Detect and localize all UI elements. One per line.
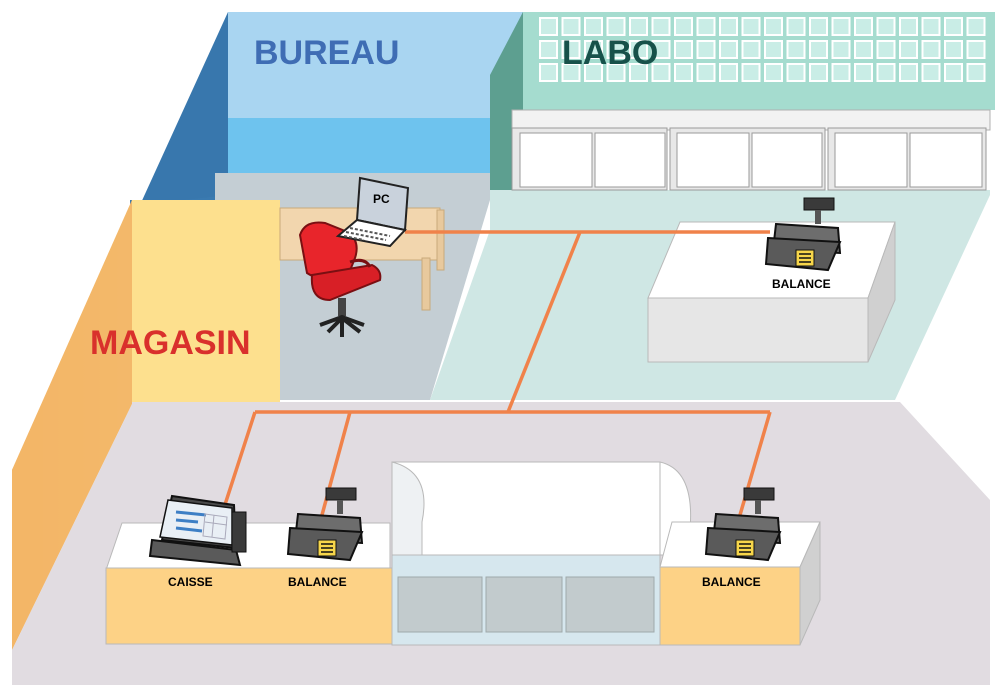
labo-cabinets [511,109,991,191]
balance-magasin-1-label: BALANCE [288,575,347,589]
zone-label-magasin: MAGASIN [90,324,251,362]
caisse-label: CAISSE [168,575,213,589]
scale-icon-magasin-2 [704,487,782,562]
zone-label-labo: LABO [562,34,658,72]
pos-terminal-icon [148,494,247,567]
magasin-partition [132,200,280,402]
zone-label-bureau: BUREAU [254,34,399,72]
display-case [391,461,692,646]
balance-magasin-2-label: BALANCE [702,575,761,589]
network-links [218,230,772,521]
scale-icon-labo [764,197,842,272]
laptop-icon [335,176,410,248]
balance-labo-label: BALANCE [772,277,831,291]
labo-back-wall [523,12,995,110]
scale-icon-magasin-1 [286,487,364,562]
bureau-back-wall [228,12,523,120]
labo-window-grid [539,17,986,82]
pc-label: PC [373,192,390,206]
